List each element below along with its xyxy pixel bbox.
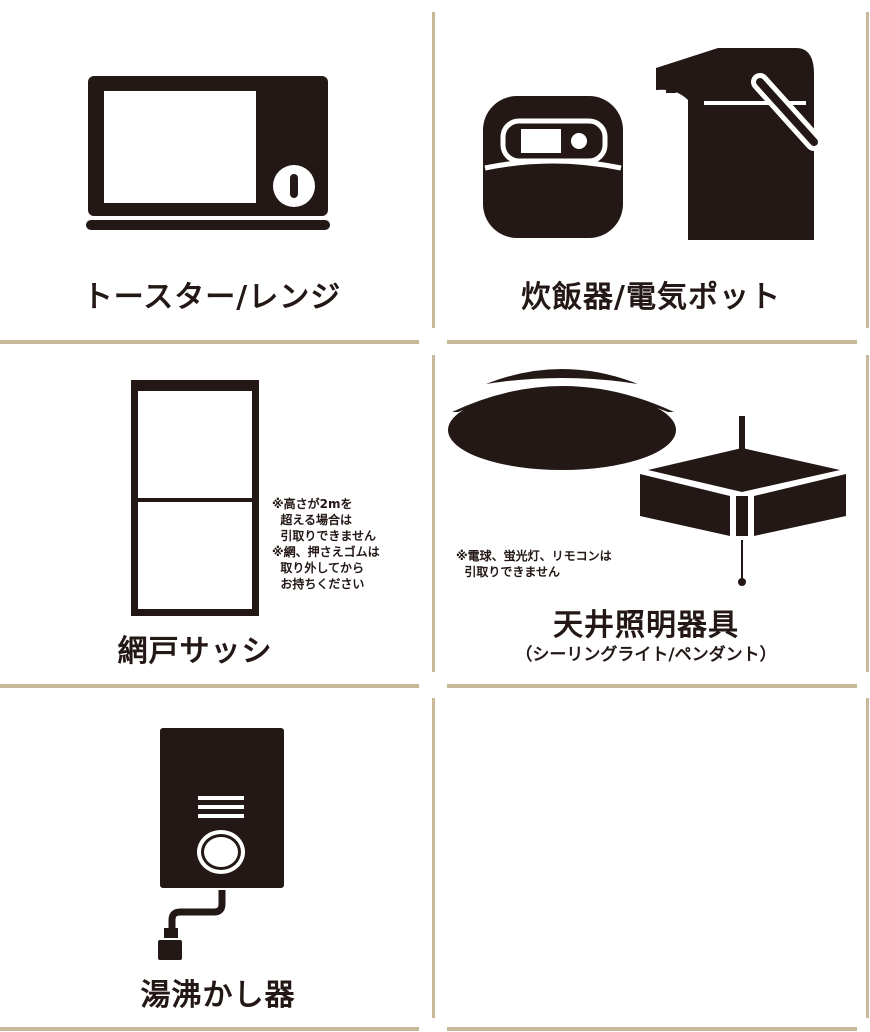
ceiling-light-icon: [448, 369, 676, 470]
divider-horizontal-row1-right: [447, 340, 857, 344]
divider-vertical-right-row2: [866, 355, 869, 672]
divider-horizontal-row1-left: [0, 340, 419, 344]
item-label: 網戸サッシ: [117, 634, 273, 669]
divider-horizontal-row3-right: [447, 1027, 857, 1031]
divider-vertical-right-row3: [866, 698, 869, 1018]
window-sash-icon: [131, 380, 259, 616]
item-empty: [436, 688, 866, 1028]
item-notes: ※高さが2mを 超える場合は 引取りできません※網、押さえゴムは 取り外してから…: [272, 497, 380, 591]
item-sublabel: （シーリングライト/ペンダント）: [515, 645, 777, 665]
item-label: 天井照明器具: [553, 608, 739, 643]
pendant-light-icon: [640, 416, 846, 586]
divider-vertical-right-row1: [866, 12, 869, 328]
divider-horizontal-row3-left: [0, 1027, 419, 1031]
item-toaster-microwave: トースター/レンジ: [0, 0, 430, 340]
item-ceiling-light: ※電球、蛍光灯、リモコンは 引取りできません 天井照明器具 （シーリングライト/…: [436, 344, 866, 684]
item-label: 炊飯器/電気ポット: [521, 280, 781, 315]
item-water-heater: 湯沸かし器: [0, 688, 430, 1028]
divider-vertical-center-row2: [432, 355, 435, 672]
electric-pot-icon: [656, 48, 823, 240]
water-heater-icon: [158, 728, 284, 960]
microwave-icon: [86, 76, 330, 230]
item-notes: ※電球、蛍光灯、リモコンは 引取りできません: [456, 549, 612, 579]
item-rice-cooker-electric-pot: 炊飯器/電気ポット: [436, 0, 866, 340]
rice-cooker-icon: [483, 96, 623, 238]
divider-horizontal-row2-left: [0, 684, 419, 688]
divider-vertical-center-row3: [432, 698, 435, 1018]
divider-vertical-center-row1: [432, 12, 435, 328]
divider-horizontal-row2-right: [447, 684, 857, 688]
item-window-sash: ※高さが2mを 超える場合は 引取りできません※網、押さえゴムは 取り外してから…: [0, 344, 430, 684]
item-label: トースター/レンジ: [82, 280, 342, 315]
item-label: 湯沸かし器: [140, 978, 296, 1013]
